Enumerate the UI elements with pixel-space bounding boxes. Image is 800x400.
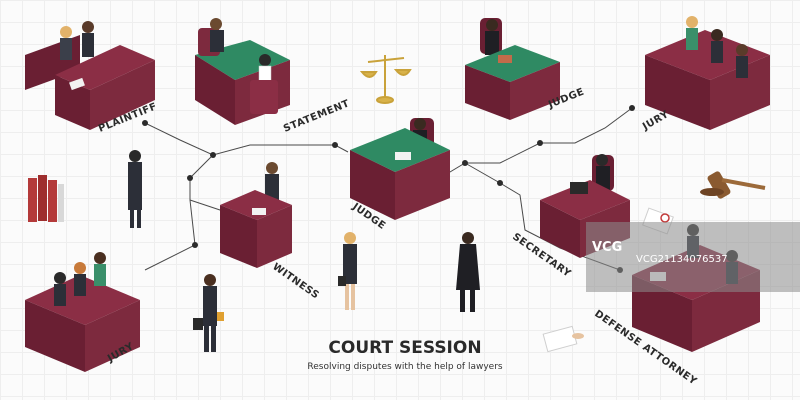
watermark-id: VCG21134076537 xyxy=(636,254,728,265)
watermark-overlay xyxy=(586,222,800,292)
label-witness: WITNESS xyxy=(270,261,321,301)
page-subtitle: Resolving disputes with the help of lawy… xyxy=(307,362,503,372)
judge-bench-top xyxy=(465,18,560,120)
lawyer-with-briefcase-figure xyxy=(193,274,224,352)
gavel-icon xyxy=(700,171,766,199)
jury-box-top xyxy=(645,16,770,130)
law-books-icon xyxy=(28,175,64,222)
plaintiff-desk xyxy=(25,21,155,130)
signing-document-icon xyxy=(542,325,584,353)
lawyer-woman-figure xyxy=(128,150,142,228)
watermark-logo: VCG xyxy=(592,240,623,255)
attorney-woman-figure xyxy=(338,232,357,310)
prosecutor-figure xyxy=(456,232,480,312)
label-statement: STATEMENT xyxy=(282,98,351,135)
judge-bench-center xyxy=(350,118,450,220)
connector-nodes xyxy=(142,105,635,273)
page-title: COURT SESSION xyxy=(328,338,482,358)
witness-stand xyxy=(220,162,292,268)
statement-table xyxy=(195,18,290,125)
jury-box-bottom xyxy=(25,252,140,372)
label-jury-top: JURY xyxy=(640,109,671,133)
scales-of-justice-icon xyxy=(359,55,412,104)
